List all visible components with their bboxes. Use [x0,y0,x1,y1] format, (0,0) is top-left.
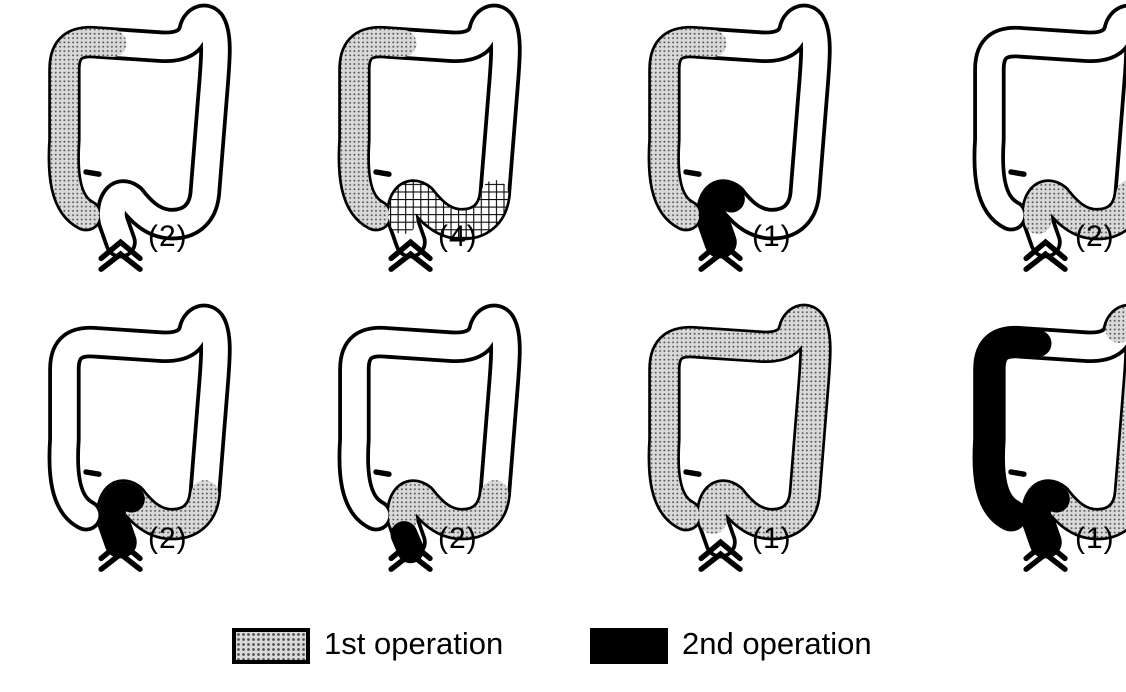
colon-outline [10,310,270,580]
colon-diagram-8 [935,310,1126,610]
colon-outline [610,10,870,280]
legend-second-swatch [590,628,668,664]
first-operation-sigmoid-region [402,494,494,525]
first-operation-total-region [664,320,816,524]
colon-outline [300,10,560,280]
colon-diagram-5 [10,310,290,610]
legend-second-label: 2nd operation [682,626,872,662]
case-count-4: (2) [1075,220,1115,254]
case-count-5: (2) [148,522,188,556]
colon-diagram-4 [935,10,1126,310]
case-count-3: (1) [752,220,792,254]
colon-diagram-7 [610,310,890,610]
legend-first-swatch [232,628,310,664]
case-count-8: (1) [1075,522,1115,556]
colon-diagram-2 [300,10,580,310]
colon-outline [300,310,560,580]
colon-diagram-1 [10,10,290,310]
case-count-6: (2) [438,522,478,556]
colon-diagram-3 [610,10,890,310]
colon-outline [10,10,270,280]
case-count-7: (1) [752,522,792,556]
colon-diagram-6 [300,310,580,610]
case-count-2: (4) [438,220,478,254]
legend-first-label: 1st operation [324,626,503,662]
colon-outline [610,310,870,580]
case-count-1: (2) [148,220,188,254]
